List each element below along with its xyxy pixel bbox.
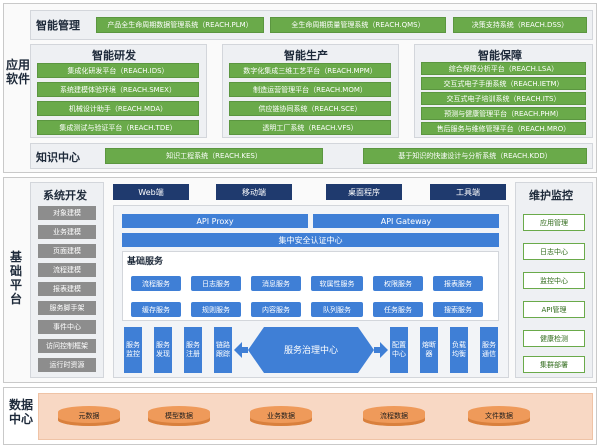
auth-center[interactable]: 集中安全认证中心 [122,233,499,247]
kes-box[interactable]: 知识工程系统（REACH.KES） [105,148,323,164]
api-gateway[interactable]: API Gateway [313,214,499,228]
support-item-mro[interactable]: 售后服务与维修管理平台（REACH.MRO） [421,122,586,135]
client-mobile[interactable]: 移动端 [216,184,292,200]
data-store-metadata[interactable]: 元数据 [58,406,120,426]
client-tools[interactable]: 工具端 [430,184,506,200]
ops-item[interactable]: API管理 [523,301,585,318]
dev-title: 系统开发 [43,189,87,202]
support-item-lsa[interactable]: 综合保障分析平台（REACH.LSA） [421,62,586,75]
base-layer-label: 基 础 平 台 [9,250,22,306]
gov-service-discovery[interactable]: 服务发现 [154,327,172,373]
management-title: 智能管理 [36,19,80,32]
data-layer-label: 数据 中心 [8,398,33,426]
dev-item[interactable]: 服务脚手架 [38,301,96,315]
dev-item[interactable]: 页面建模 [38,244,96,258]
knowledge-title: 知识中心 [36,151,80,164]
app-layer-label: 应用 软件 [6,58,31,86]
data-store-business[interactable]: 业务数据 [250,406,312,426]
gov-config-center[interactable]: 配置中心 [390,327,408,373]
api-proxy[interactable]: API Proxy [122,214,308,228]
prod-item-mpm[interactable]: 数字化集成三维工艺平台（REACH.MPM） [229,63,391,78]
dev-item[interactable]: 运行时资源 [38,358,96,372]
service-button[interactable]: 搜索服务 [433,302,483,317]
service-button[interactable]: 任务服务 [373,302,423,317]
service-button[interactable]: 缓存服务 [131,302,181,317]
support-item-phm[interactable]: 预测与健康管理平台（REACH.PHM） [421,107,586,120]
prod-item-mom[interactable]: 制造运营管理平台（REACH.MOM） [229,82,391,97]
dss-box[interactable]: 决策支持系统（REACH.DSS） [453,17,587,33]
governance-hexagon [248,327,374,373]
gov-circuit-breaker[interactable]: 熔断器 [420,327,438,373]
data-store-files[interactable]: 文件数据 [468,406,530,426]
service-button[interactable]: 队列服务 [311,302,363,317]
data-store-model[interactable]: 模型数据 [148,406,210,426]
ops-item[interactable]: 日志中心 [523,243,585,260]
prod-item-vfs[interactable]: 透明工厂系统（REACH.VFS） [229,120,391,135]
governance-center-label[interactable]: 服务治理中心 [283,346,338,356]
qms-box[interactable]: 全生命周期质量管理系统（REACH.QMS） [270,17,446,33]
support-item-ietm[interactable]: 交互式电子手册系统（REACH.IETM） [421,77,586,90]
rnd-item-smex[interactable]: 系统建模体验环境（REACH.SMEX） [37,82,199,97]
gov-service-monitor[interactable]: 服务监控 [124,327,142,373]
left-arrow-icon [234,342,248,358]
service-button[interactable]: 规则服务 [191,302,241,317]
rnd-item-mda[interactable]: 机械设计助手（REACH.MDA） [37,101,199,116]
dev-item[interactable]: 报表建模 [38,282,96,296]
service-button[interactable]: 流程服务 [131,276,181,291]
prod-item-sce[interactable]: 供应链协同系统（REACH.SCE） [229,101,391,116]
rnd-item-tde[interactable]: 集成测试与验证平台（REACH.TDE） [37,120,199,135]
kdd-box[interactable]: 基于知识的快速设计与分析系统（REACH.KDD） [363,148,587,164]
gov-service-comm[interactable]: 服务通信 [480,327,498,373]
rnd-title: 智能研发 [92,49,136,62]
client-web[interactable]: Web端 [113,184,189,200]
ops-item[interactable]: 健康检测 [523,330,585,347]
ops-item[interactable]: 监控中心 [523,272,585,289]
service-button[interactable]: 报表服务 [433,276,483,291]
service-button[interactable]: 内容服务 [251,302,301,317]
dev-item[interactable]: 访问控制框架 [38,339,96,353]
ops-item[interactable]: 集群部署 [523,356,585,373]
dev-item[interactable]: 事件中心 [38,320,96,334]
gov-load-balancer[interactable]: 负载均衡 [450,327,468,373]
ops-title: 维护监控 [529,189,573,202]
service-button[interactable]: 权限服务 [373,276,423,291]
basic-services-title: 基础服务 [127,257,164,267]
dev-item[interactable]: 业务建模 [38,225,96,239]
gov-trace[interactable]: 链路跟踪 [214,327,232,373]
rnd-item-ids[interactable]: 集成化研发平台（REACH.IDS） [37,63,199,78]
dev-item[interactable]: 流程建模 [38,263,96,277]
right-arrow-icon [374,342,388,358]
service-button[interactable]: 软属性服务 [311,276,363,291]
ops-item[interactable]: 应用管理 [523,214,585,231]
service-button[interactable]: 日志服务 [191,276,241,291]
support-title: 智能保障 [478,49,522,62]
plm-box[interactable]: 产品全生命周期数据管理系统（REACH.PLM） [96,17,264,33]
service-button[interactable]: 消息服务 [251,276,301,291]
production-title: 智能生产 [284,49,328,62]
data-store-process[interactable]: 流程数据 [363,406,425,426]
client-desktop[interactable]: 桌面程序 [326,184,402,200]
dev-item[interactable]: 对象建模 [38,206,96,220]
support-item-its[interactable]: 交互式电子培训系统（REACH.ITS） [421,92,586,105]
gov-service-registry[interactable]: 服务注册 [184,327,202,373]
